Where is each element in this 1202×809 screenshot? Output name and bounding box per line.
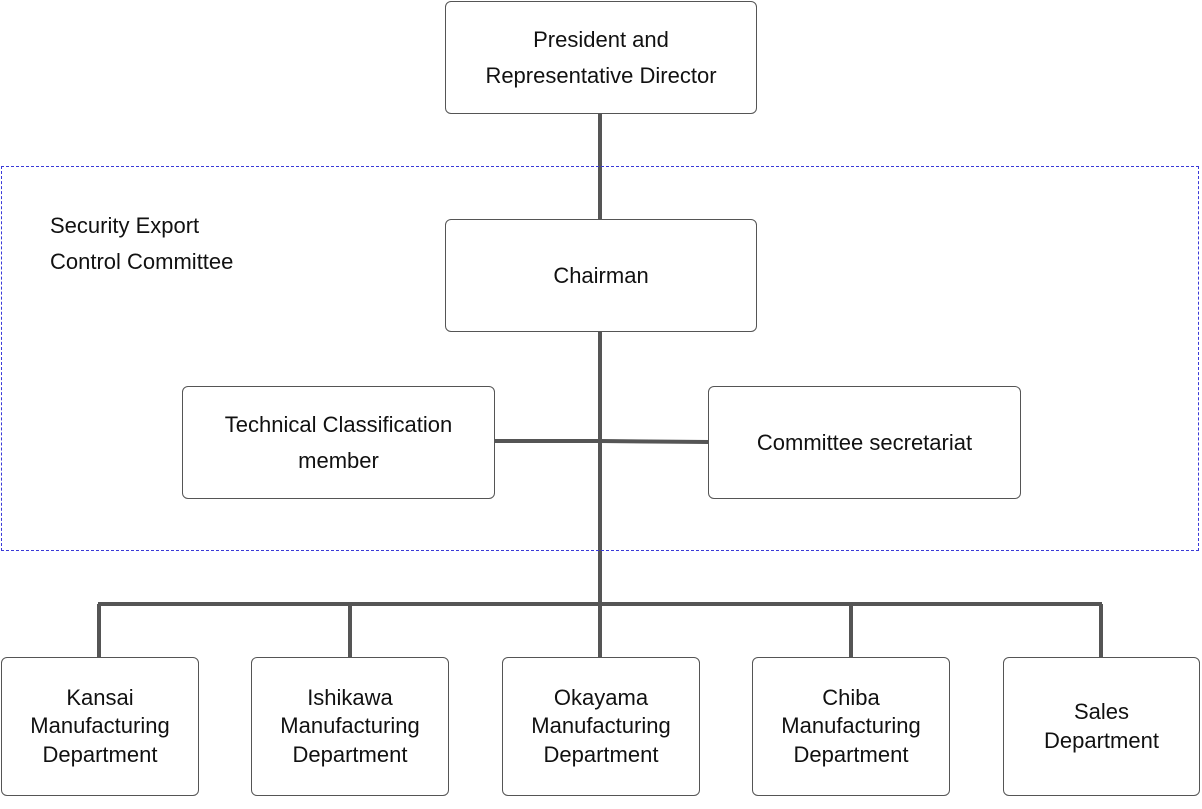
chairman-box: Chairman: [445, 219, 757, 332]
technical-classification-box: Technical Classification member: [182, 386, 495, 499]
connector-secretariat: [599, 439, 709, 444]
department-box-okayama: Okayama Manufacturing Department: [502, 657, 700, 796]
department-label: Kansai Manufacturing Department: [30, 684, 170, 767]
department-box-ishikawa: Ishikawa Manufacturing Department: [251, 657, 449, 796]
department-box-sales: Sales Department: [1003, 657, 1200, 796]
department-box-kansai: Kansai Manufacturing Department: [1, 657, 199, 796]
department-label: Okayama Manufacturing Department: [531, 684, 671, 767]
department-label: Sales Department: [1044, 698, 1159, 753]
committee-secretariat-box: Committee secretariat: [708, 386, 1021, 499]
security-export-control-committee-group: [1, 166, 1199, 551]
committee-label: Security Export Control Committee: [50, 213, 234, 275]
chairman-label: Chairman: [553, 262, 649, 288]
committee-secretariat-label: Committee secretariat: [756, 429, 973, 455]
president-label: President and Representative Director: [485, 27, 717, 88]
department-box-chiba: Chiba Manufacturing Department: [752, 657, 950, 796]
president-box: President and Representative Director: [445, 1, 757, 114]
technical-classification-label: Technical Classification member: [224, 412, 453, 473]
department-label: Ishikawa Manufacturing Department: [280, 684, 420, 767]
department-label: Chiba Manufacturing Department: [781, 684, 921, 767]
